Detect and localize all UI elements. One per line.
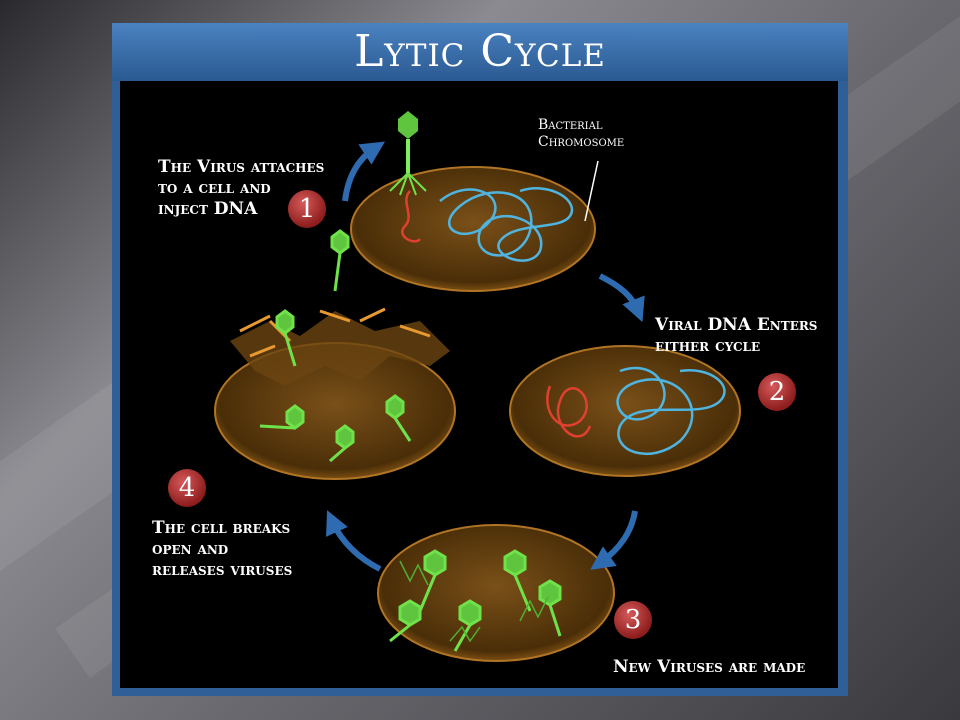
bacterial-chromosome-1	[439, 187, 574, 262]
label-step-2: Viral DNA Enters either cycle	[655, 315, 818, 356]
cell-1-infection	[350, 111, 596, 292]
bacterial-chromosome-2	[616, 366, 726, 456]
cycle-arrows	[326, 141, 645, 572]
title-bar: Lytic Cycle	[112, 23, 848, 81]
step-2-badge: 2	[758, 373, 796, 411]
cell-3-viruses-made	[377, 524, 615, 662]
arrow-4-to-1	[342, 141, 386, 202]
label-step-3: New Viruses are made	[613, 657, 806, 677]
lytic-cycle-diagram: Bacterial Chromosome The Virus attaches …	[120, 81, 838, 688]
step-4-badge: 4	[168, 469, 206, 507]
slide-frame: Lytic Cycle	[112, 23, 848, 696]
step-1-badge: 1	[288, 190, 326, 228]
new-viruses	[389, 549, 562, 652]
arrow-3-to-4	[326, 510, 382, 572]
label-step-1: The Virus attaches to a cell and inject …	[158, 157, 325, 219]
viral-dna-1	[401, 190, 422, 243]
slide-title: Lytic Cycle	[354, 26, 606, 77]
step-3-badge: 3	[614, 601, 652, 639]
cell-4-bursting	[214, 229, 456, 480]
released-viruses	[259, 229, 412, 463]
chromosome-pointer	[584, 160, 599, 222]
virus-attaching	[389, 111, 427, 196]
label-bacterial-chromosome: Bacterial Chromosome	[538, 117, 625, 150]
arrow-2-to-3	[590, 510, 638, 570]
viral-dna-2	[546, 385, 592, 438]
diagram-art	[214, 111, 741, 662]
arrow-1-to-2	[598, 273, 645, 323]
label-step-4: The cell breaks open and releases viruse…	[152, 518, 293, 580]
cell-2-dna-enters	[509, 345, 741, 477]
